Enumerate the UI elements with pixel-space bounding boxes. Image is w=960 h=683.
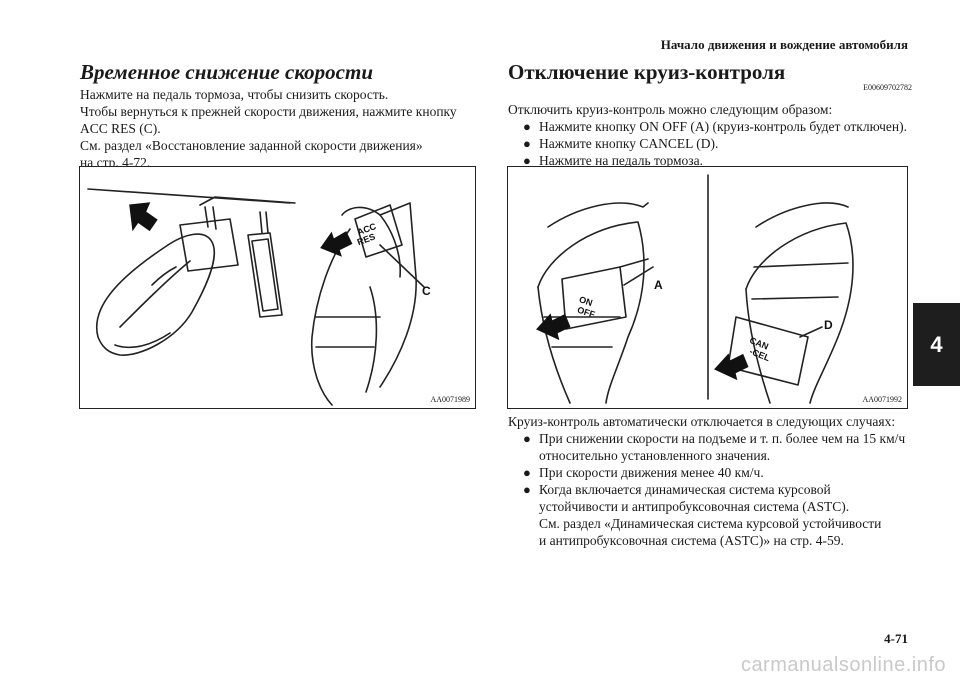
list-item: Когда включается динамическая система ку… [508,481,918,549]
acc-res-switch [354,204,403,258]
text-line: При скорости движения менее 40 км/ч. [539,465,764,480]
right-intro-block: Отключить круиз-контроль можно следующим… [508,101,913,169]
watermark: carmanualsonline.info [740,654,946,676]
figure-brake-pedal-acc-res: ACC RES C AA0071989 [79,166,476,409]
figure-code: AA0071992 [862,395,902,404]
intro-line: Круиз-контроль автоматически отключается… [508,414,896,429]
steering-column-left [537,221,645,404]
left-paragraph: Нажмите на педаль тормоза, чтобы снизить… [80,86,475,171]
arrow-right-icon [320,231,353,257]
arrow-right-icon [714,353,749,381]
steering-column-right [745,222,854,404]
page-header: Начало движения и вождение автомобиля [660,37,908,52]
callout-c: C [422,284,431,298]
list-item: Нажмите кнопку ON OFF (A) (круиз-контрол… [508,118,913,135]
text-line: Чтобы вернуться к прежней скорости движе… [80,104,457,119]
callout-line-a [623,266,654,286]
section-title-cruise-off: Отключение круиз-контроля [508,60,786,84]
figure-on-off-cancel: ON OFF A CAN -CEL D AA0071992 [507,166,908,409]
text-line: устойчивости и антипробуксовочная систем… [539,499,850,514]
brake-pedal [179,218,239,272]
list-item: При скорости движения менее 40 км/ч. [508,464,918,481]
on-off-switch [561,266,627,330]
cel-label: -CEL [748,346,772,363]
intro-line: Отключить круиз-контроль можно следующим… [508,102,833,117]
callout-d: D [824,318,833,332]
callout-line-d [799,326,823,338]
auto-disable-list: При снижении скорости на подъеме и т. п.… [508,430,918,549]
on-label: ON [578,294,594,308]
list-item: При снижении скорости на подъеме и т. п.… [508,430,918,464]
document-code: E00609702782 [863,83,912,92]
text-line: Нажмите на педаль тормоза, чтобы снизить… [80,87,389,102]
cruise-switch-illustration: ON OFF A CAN -CEL D [536,174,854,404]
callout-line-c [379,244,425,288]
arrow-right-icon [536,313,571,341]
text-line: ACC RES (C). [80,121,161,136]
text-line: При снижении скорости на подъеме и т. п.… [539,431,906,446]
brake-pedal-illustration: ACC RES C [87,188,431,406]
arrow-down-icon [129,202,158,232]
shoe [95,233,216,356]
disable-methods-list: Нажмите кнопку ON OFF (A) (круиз-контрол… [508,118,913,169]
accelerator-pedal [247,232,283,318]
page-number: 4-71 [884,631,908,646]
text-line: Когда включается динамическая система ку… [539,482,831,497]
section-title-temp-speed-reduction: Временное снижение скорости [80,60,374,84]
text-line: См. раздел «Восстановление заданной скор… [80,138,423,153]
list-item: Нажмите кнопку CANCEL (D). [508,135,913,152]
figure-code: AA0071989 [430,395,470,404]
chapter-tab: 4 [913,303,960,386]
cancel-switch [727,316,809,386]
auto-disable-block: Круиз-контроль автоматически отключается… [508,413,918,549]
text-line: и антипробуксовочная система (ASTC)» на … [539,533,844,548]
list-item: Нажмите на педаль тормоза. [508,152,913,169]
text-line: относительно установленного значения. [539,448,771,463]
callout-a: A [654,278,663,292]
text-line: См. раздел «Динамическая система курсово… [539,516,882,531]
